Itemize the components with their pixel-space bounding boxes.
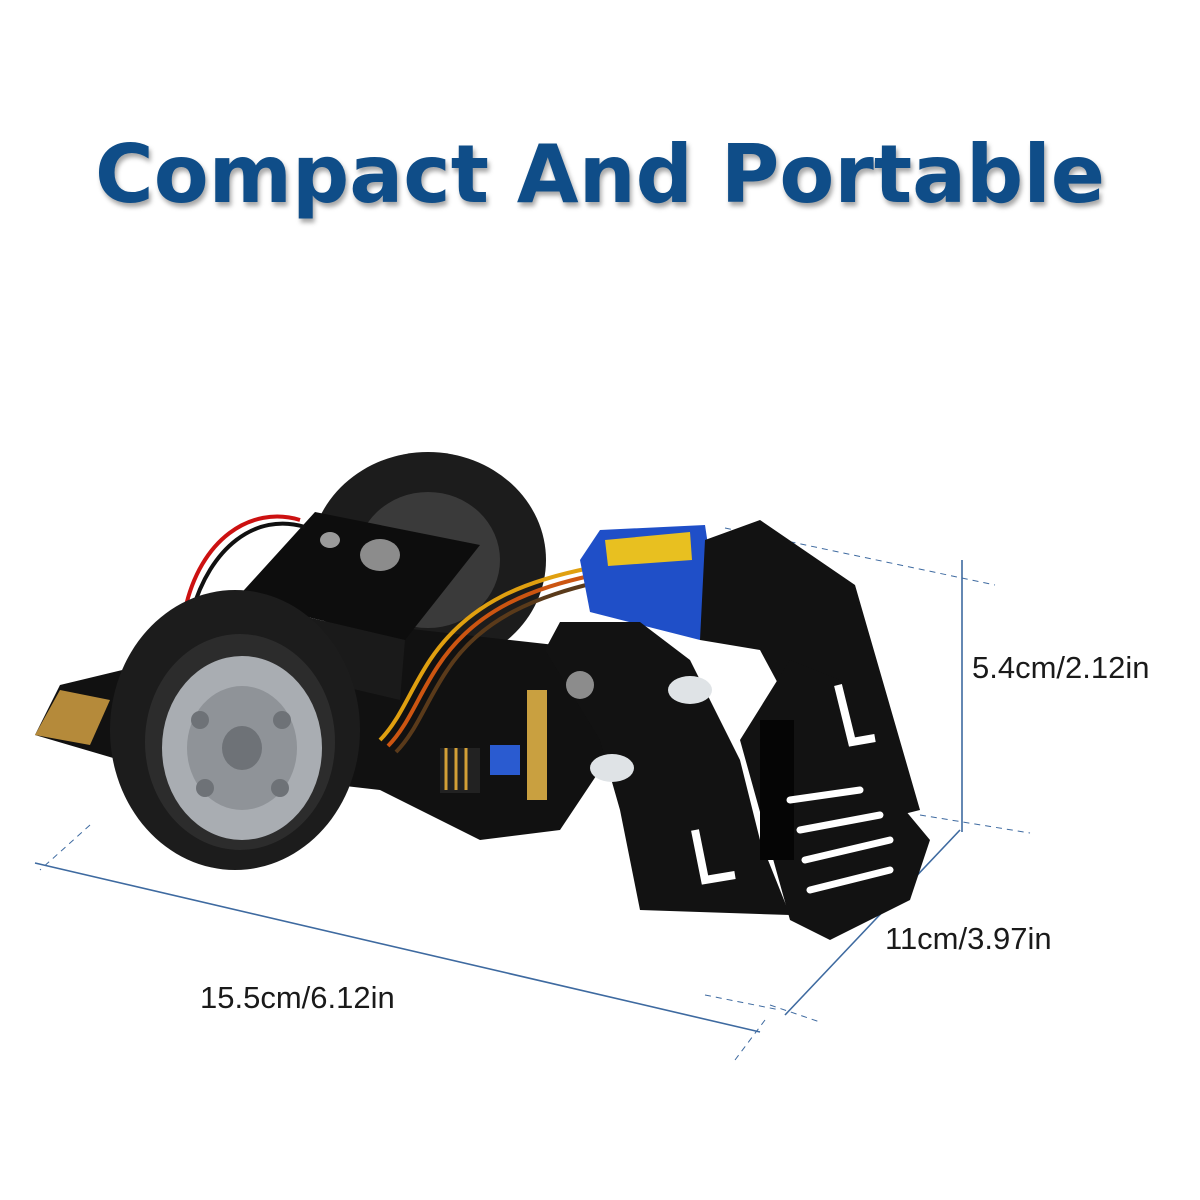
height-dimension-label: 5.4cm/2.12in — [972, 650, 1150, 685]
length-dimension-line — [34, 862, 761, 1033]
bracket-screw — [566, 671, 594, 699]
bracket-cutouts — [691, 684, 876, 885]
ir-sensor-right — [668, 676, 712, 704]
servo-wires — [378, 566, 599, 754]
ir-sensor-left — [590, 754, 634, 782]
length-dimension-label: 15.5cm/6.12in — [200, 980, 395, 1015]
servo-motor — [580, 525, 720, 640]
width-dimension-line — [784, 829, 961, 1016]
tray-slots — [786, 786, 894, 894]
brass-standoff — [527, 690, 547, 800]
width-dimension-label: 11cm/3.97in — [885, 921, 1052, 956]
headline: Compact And Portable — [95, 128, 1105, 221]
front-wheel — [110, 590, 360, 870]
